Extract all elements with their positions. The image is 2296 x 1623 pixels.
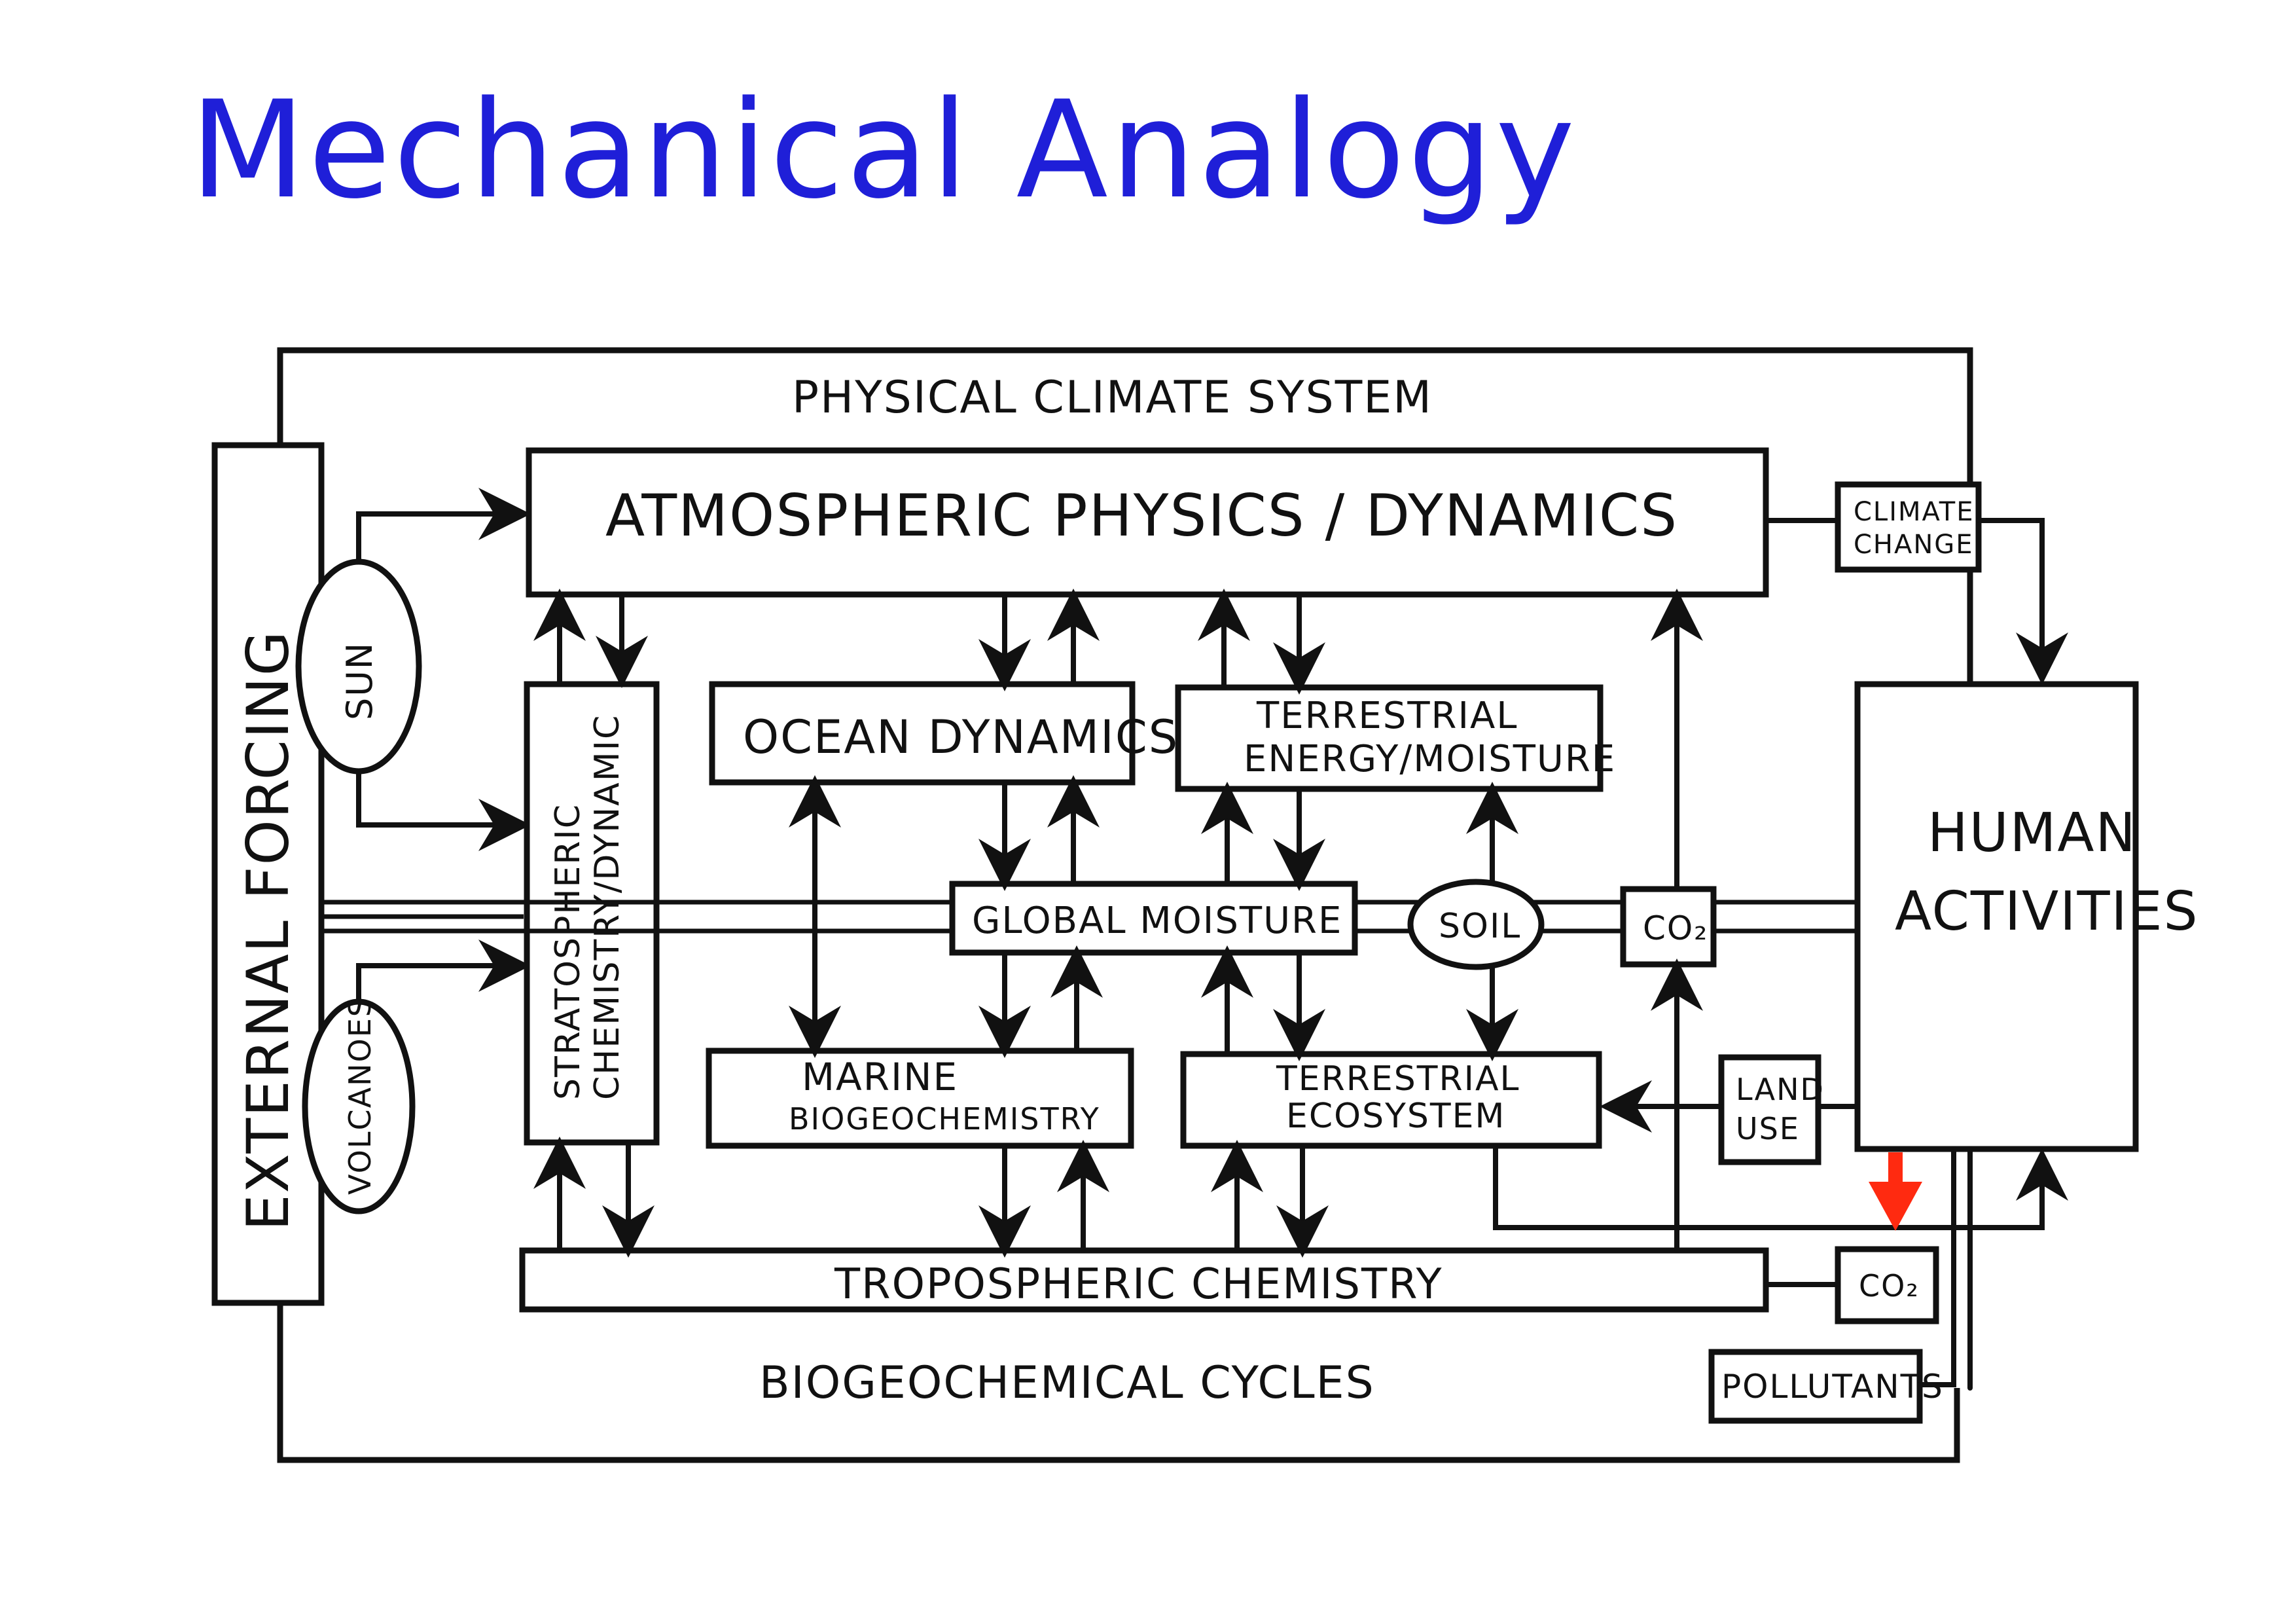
sun-label: SUN [339, 642, 380, 720]
pollutants-label: POLLUTANTS [1721, 1368, 1944, 1406]
biogeochemical-cycles-label: BIOGEOCHEMICAL CYCLES [759, 1357, 1375, 1409]
tropospheric-box [519, 1247, 1769, 1313]
marine-label-2: BIOGEOCHEMISTRY [789, 1101, 1100, 1137]
human-to-pollutants-line-1 [1917, 1146, 1956, 1387]
co2-bottom-label: CO₂ [1859, 1268, 1920, 1304]
soil-ellipse [1407, 879, 1545, 970]
climate-change-label-1: CLIMATE [1854, 497, 1975, 527]
terrestrial-energy-box [1175, 684, 1604, 792]
soil-label: SOIL [1439, 907, 1521, 946]
land-use-label-1: LAND [1736, 1072, 1825, 1107]
external-forcing-box [211, 442, 325, 1306]
global-moisture-label: GLOBAL MOISTURE [972, 900, 1342, 942]
physical-climate-system-label: PHYSICAL CLIMATE SYSTEM [792, 372, 1433, 424]
terrestrial-ecosystem-label-1: TERRESTRIAL [1276, 1059, 1520, 1099]
volcanoes-label: VOLCANOES [342, 996, 378, 1195]
terrestrial-energy-label-2: ENERGY/MOISTURE [1244, 738, 1616, 780]
ocean-dynamics-box [709, 681, 1136, 786]
atmospheric-label: ATMOSPHERIC PHYSICS / DYNAMICS [605, 482, 1678, 549]
marine-label-1: MARINE [802, 1055, 958, 1099]
land-use-box [1718, 1054, 1821, 1165]
human-activities-label-1: HUMAN [1928, 802, 2137, 864]
stratospheric-label-2: CHEMISTRY/DYNAMIC [588, 714, 627, 1100]
ocean-dynamics-label: OCEAN DYNAMICS [743, 710, 1179, 764]
climate-change-to-human-arrow [1976, 518, 2068, 685]
land-use-label-2: USE [1736, 1111, 1800, 1146]
human-activities-box [1854, 681, 2139, 1152]
pollutants-box [1708, 1349, 1923, 1424]
sun-to-atmosphere-arrow [356, 488, 531, 564]
volcano-to-stratosphere-arrow [356, 939, 531, 1004]
climate-change-label-2: CHANGE [1854, 530, 1974, 560]
eco-to-human-feedback-arrow [1493, 1143, 2068, 1230]
climate-change-box [1835, 481, 1982, 573]
terrestrial-ecosystem-label-2: ECOSYSTEM [1286, 1097, 1505, 1136]
atmospheric-box [526, 447, 1769, 598]
stratospheric-label-1: STRATOSPHERIC [548, 803, 588, 1100]
external-forcing-label: EXTERNAL FORCING [234, 630, 302, 1231]
highlight-arrow [1869, 1152, 1922, 1231]
tropospheric-label: TROPOSPHERIC CHEMISTRY [834, 1260, 1443, 1309]
terrestrial-ecosystem-box [1180, 1051, 1602, 1149]
sun-to-stratosphere-arrow [356, 769, 531, 851]
human-activities-label-2: ACTIVITIES [1895, 881, 2199, 943]
marine-box [706, 1048, 1134, 1149]
co2-mid-label: CO₂ [1643, 909, 1708, 947]
stratospheric-box [524, 681, 660, 1146]
global-moisture-box [949, 881, 1358, 956]
terrestrial-energy-label-1: TERRESTRIAL [1256, 695, 1518, 737]
co2-bottom-box [1835, 1246, 1939, 1324]
page-title: Mechanical Analogy [190, 73, 1577, 228]
